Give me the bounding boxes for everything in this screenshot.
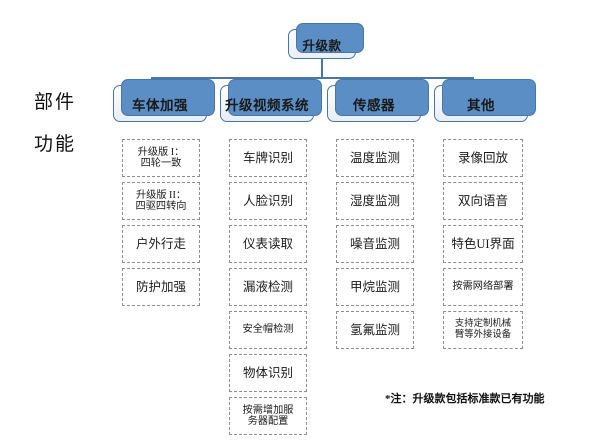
function-box-line: 臂等外接设备 xyxy=(454,330,512,340)
row-label-components: 部件 xyxy=(34,92,77,113)
root-node-upgrade-model[interactable]: 升级款 xyxy=(288,23,364,59)
category-label: 升级视频系统 xyxy=(225,97,309,113)
function-box[interactable]: 漏液检测 xyxy=(229,268,307,306)
function-box-line: 安全帽检测 xyxy=(242,324,294,336)
function-box-label: 升级版 II：四驱四转向 xyxy=(136,190,187,213)
function-box[interactable]: 升级版 II：四驱四转向 xyxy=(122,182,200,220)
category-box-other[interactable]: 其他 xyxy=(434,79,536,122)
function-box-line: 升级版 II： xyxy=(135,189,187,201)
function-box-label: 温度监测 xyxy=(350,151,400,165)
function-box[interactable]: 温度监测 xyxy=(336,139,414,177)
function-box[interactable]: 录像回放 xyxy=(443,139,523,177)
function-box-label: 人脸识别 xyxy=(243,194,293,208)
function-box-label: 按需增加服务器配置 xyxy=(243,405,294,428)
function-box-label: 噪音监测 xyxy=(350,237,400,251)
function-box[interactable]: 按需增加服务器配置 xyxy=(229,397,307,435)
function-box[interactable]: 湿度监测 xyxy=(336,182,414,220)
function-box-line: 户外行走 xyxy=(135,237,186,251)
function-box-line: 甲烷监测 xyxy=(349,280,400,294)
function-column-sensors: 温度监测湿度监测噪音监测甲烷监测氢氟监测 xyxy=(336,139,414,354)
function-box[interactable]: 支持定制机械臂等外接设备 xyxy=(443,311,523,349)
function-box[interactable]: 噪音监测 xyxy=(336,225,414,263)
function-box-line: 车牌识别 xyxy=(242,151,293,165)
category-box-sensors[interactable]: 传感器 xyxy=(327,79,429,122)
function-box-label: 仪表读取 xyxy=(243,237,293,251)
function-box-line: 双向语音 xyxy=(457,194,508,208)
function-box-label: 物体识别 xyxy=(243,366,293,380)
org-chart-canvas: 升级款 部件 功能 车体加强 升级视频系统 传感器 其他 升级版 I：四轮一致升… xyxy=(34,23,545,435)
function-box[interactable]: 车牌识别 xyxy=(229,139,307,177)
function-box[interactable]: 物体识别 xyxy=(229,354,307,392)
function-box-line: 按需网络部署 xyxy=(452,281,514,293)
function-box-label: 氢氟监测 xyxy=(350,323,400,337)
function-box-label: 升级版 I：四轮一致 xyxy=(138,147,185,170)
function-box-line: 务器配置 xyxy=(247,416,289,427)
function-box[interactable]: 防护加强 xyxy=(122,268,200,306)
category-label: 传感器 xyxy=(353,97,395,113)
function-box[interactable]: 甲烷监测 xyxy=(336,268,414,306)
function-box[interactable]: 按需网络部署 xyxy=(443,268,523,306)
function-box-label: 支持定制机械臂等外接设备 xyxy=(455,319,511,340)
function-box[interactable]: 安全帽检测 xyxy=(229,311,307,349)
function-box-line: 氢氟监测 xyxy=(349,323,400,337)
function-box-line: 湿度监测 xyxy=(349,194,400,208)
function-box-label: 防护加强 xyxy=(136,280,186,294)
category-box-shadow xyxy=(335,79,429,116)
function-box-line: 物体识别 xyxy=(242,366,293,380)
function-box-label: 漏液检测 xyxy=(243,280,293,294)
function-box-label: 双向语音 xyxy=(458,194,508,208)
function-box-label: 按需网络部署 xyxy=(452,281,513,292)
category-label: 车体加强 xyxy=(132,97,188,113)
function-box-label: 录像回放 xyxy=(458,151,508,165)
function-box-label: 户外行走 xyxy=(136,237,186,251)
root-node-shadow xyxy=(296,23,364,53)
function-box-line: 特色UI界面 xyxy=(451,237,515,251)
function-box-label: 湿度监测 xyxy=(350,194,400,208)
function-box-line: 升级版 I： xyxy=(137,146,185,158)
function-box-label: 安全帽检测 xyxy=(243,324,294,335)
function-box[interactable]: 仪表读取 xyxy=(229,225,307,263)
connector-root-down xyxy=(321,59,323,77)
function-box[interactable]: 升级版 I：四轮一致 xyxy=(122,139,200,177)
function-box-line: 噪音监测 xyxy=(349,237,400,251)
root-node-label: 升级款 xyxy=(302,38,342,53)
function-box-line: 漏液检测 xyxy=(242,280,293,294)
row-label-functions: 功能 xyxy=(34,134,77,155)
category-box-shadow xyxy=(442,79,536,116)
category-box-body-reinforcement[interactable]: 车体加强 xyxy=(113,79,215,122)
function-column-video-system: 车牌识别人脸识别仪表读取漏液检测安全帽检测物体识别按需增加服务器配置 xyxy=(229,139,307,440)
function-column-other: 录像回放双向语音特色UI界面按需网络部署支持定制机械臂等外接设备 xyxy=(443,139,523,354)
function-box-label: 甲烷监测 xyxy=(350,280,400,294)
function-box-label: 车牌识别 xyxy=(243,151,293,165)
function-box-line: 四驱四转向 xyxy=(135,201,187,212)
connector-horizontal-bus xyxy=(151,77,473,79)
function-box-line: 仪表读取 xyxy=(242,237,293,251)
category-box-shadow xyxy=(121,79,215,116)
category-box-shadow xyxy=(228,79,322,116)
footnote-text: *注：升级款包括标准款已有功能 xyxy=(385,393,545,405)
category-label: 其他 xyxy=(467,97,495,113)
category-box-video-system[interactable]: 升级视频系统 xyxy=(220,79,322,122)
function-column-body-reinforcement: 升级版 I：四轮一致升级版 II：四驱四转向户外行走防护加强 xyxy=(122,139,200,311)
function-box[interactable]: 特色UI界面 xyxy=(443,225,523,263)
function-box-line: 录像回放 xyxy=(457,151,508,165)
function-box-line: 四轮一致 xyxy=(140,158,182,169)
function-box[interactable]: 户外行走 xyxy=(122,225,200,263)
function-box-line: 防护加强 xyxy=(135,280,186,294)
function-box-line: 按需增加服 xyxy=(242,404,294,416)
function-box-label: 特色UI界面 xyxy=(451,237,514,251)
function-box[interactable]: 双向语音 xyxy=(443,182,523,220)
function-box[interactable]: 氢氟监测 xyxy=(336,311,414,349)
function-box[interactable]: 人脸识别 xyxy=(229,182,307,220)
function-box-line: 支持定制机械 xyxy=(454,319,512,330)
function-box-line: 人脸识别 xyxy=(242,194,293,208)
function-box-line: 温度监测 xyxy=(349,151,400,165)
